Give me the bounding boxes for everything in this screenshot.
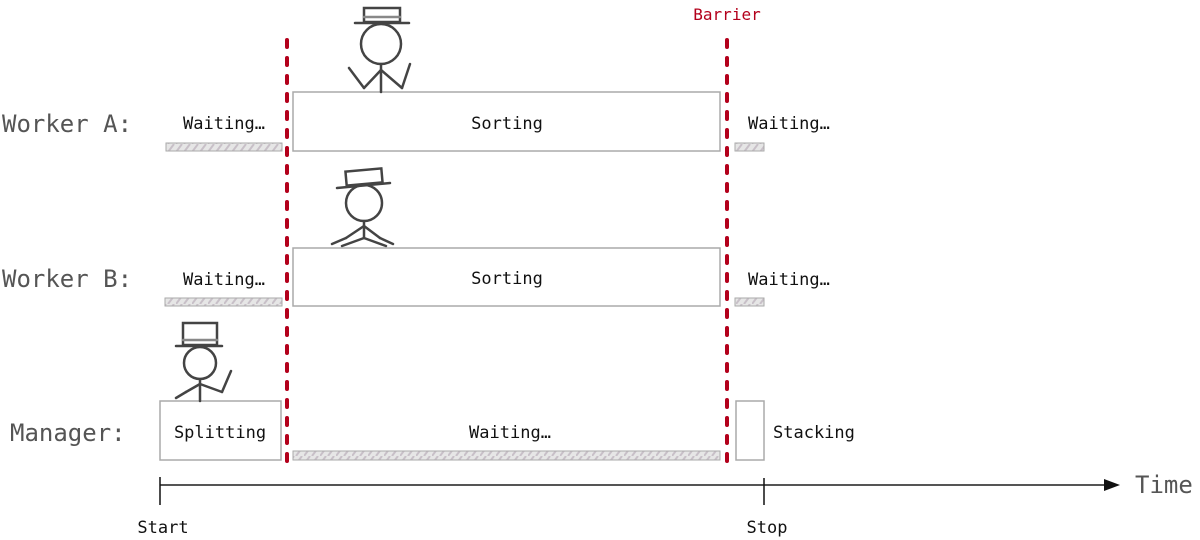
manager-row: Manager: Splitting Waiting… Stacking: [10, 321, 855, 461]
waiting-label: Waiting…: [183, 270, 265, 290]
sorting-task-box: [292, 247, 721, 307]
stick-figure-icon: [330, 167, 395, 248]
waiting-bar: [165, 142, 283, 152]
arrow-icon: [1104, 479, 1120, 491]
start-label: Start: [137, 518, 188, 538]
stacking-task-box: [735, 400, 765, 461]
sorting-label: Sorting: [471, 269, 543, 289]
waiting-bar: [734, 142, 765, 152]
barrier-label: Barrier: [693, 5, 761, 24]
worker-b-row: Worker B: Waiting… Sorting Waiting…: [2, 167, 830, 307]
waiting-label: Waiting…: [748, 270, 830, 290]
stick-figure-icon: [174, 321, 233, 403]
waiting-label: Waiting…: [183, 114, 265, 134]
waiting-label: Waiting…: [748, 114, 830, 134]
time-axis: Time Start Stop: [137, 471, 1192, 538]
stick-figure-icon: [347, 6, 412, 94]
waiting-bar: [734, 297, 765, 307]
sorting-label: Sorting: [471, 114, 543, 134]
worker-a-row: Worker A: Waiting… Sorting Waiting…: [2, 6, 830, 152]
stop-label: Stop: [747, 518, 788, 538]
axis-label: Time: [1135, 471, 1193, 499]
row-label: Worker A:: [2, 110, 132, 138]
row-label: Worker B:: [2, 265, 132, 293]
sorting-task-box: [292, 91, 721, 152]
waiting-bar: [164, 297, 283, 307]
splitting-label: Splitting: [174, 423, 266, 443]
row-label: Manager:: [10, 419, 126, 447]
waiting-label: Waiting…: [469, 423, 551, 443]
waiting-bar: [292, 450, 721, 461]
stacking-label: Stacking: [773, 423, 855, 443]
splitting-task-box: [159, 400, 282, 461]
